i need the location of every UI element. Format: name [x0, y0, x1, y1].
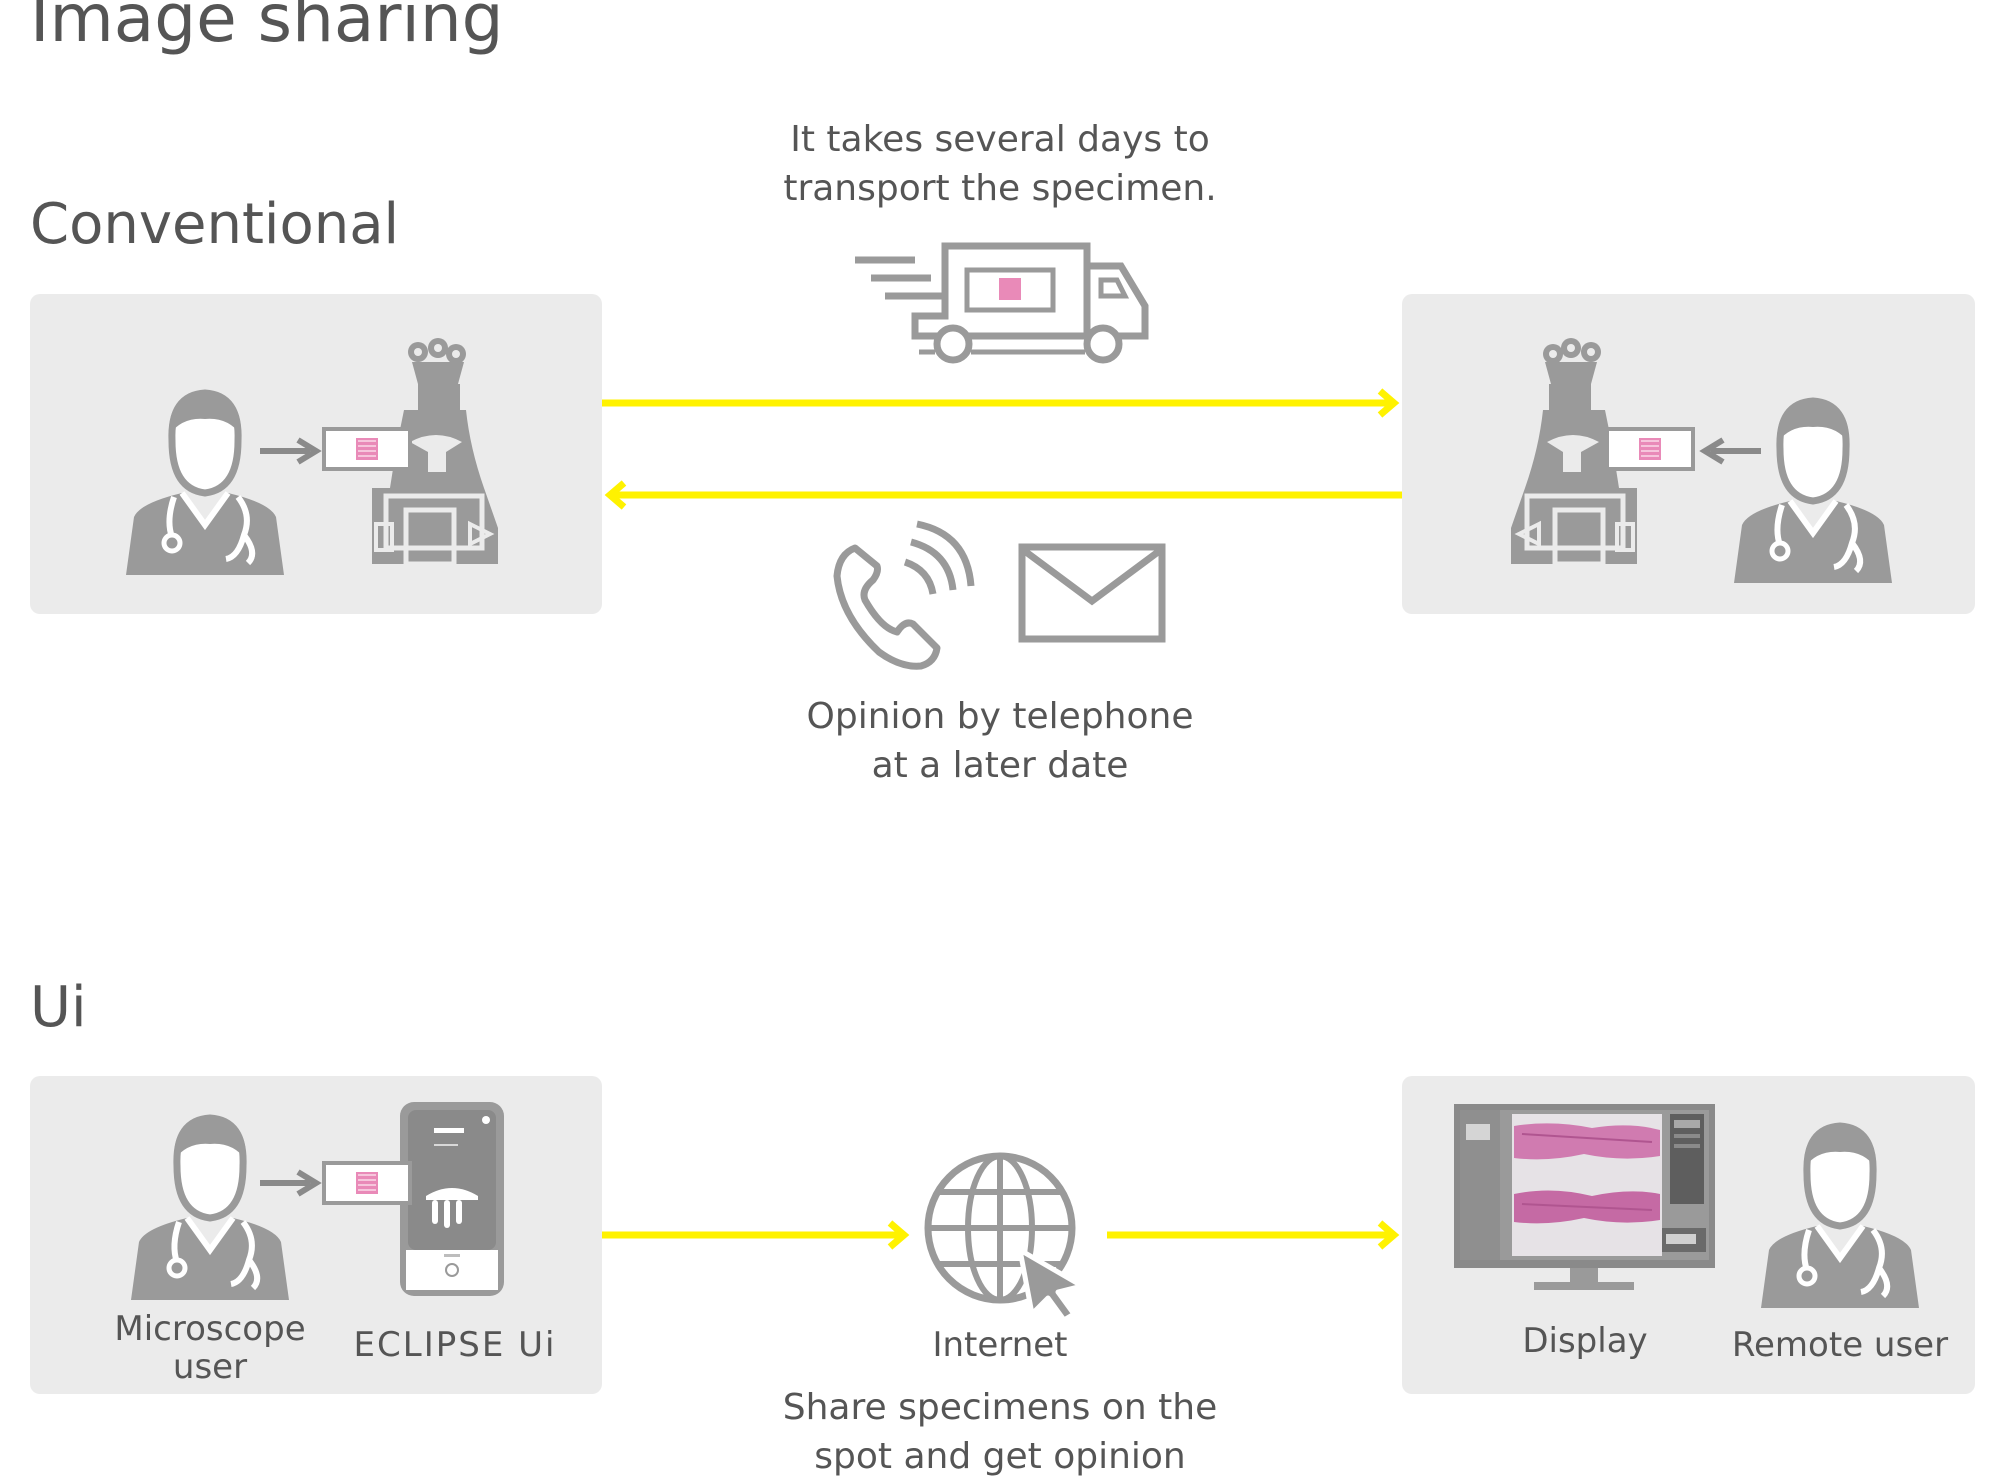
cursor-icon [1017, 1247, 1085, 1323]
opinion-caption-line-2: at a later date [871, 745, 1129, 786]
page-title: Image sharing [30, 0, 504, 57]
doctor-icon [1728, 393, 1898, 583]
envelope-icon [1018, 543, 1166, 643]
specimen-slide-icon [1605, 427, 1695, 471]
share-caption-line-2: spot and get opinion [814, 1436, 1186, 1477]
globe-icon [924, 1152, 1085, 1323]
share-caption-line-1: Share specimens on the [782, 1387, 1218, 1428]
phone-icon [833, 520, 975, 670]
transport-caption: It takes several days to transport the s… [700, 115, 1300, 213]
doctor-icon [125, 1110, 295, 1300]
specimen-slide-icon [322, 427, 412, 471]
conventional-arrows [602, 388, 1402, 510]
ui-arrows [602, 1220, 1400, 1250]
conventional-heading: Conventional [30, 192, 400, 257]
ui-heading: Ui [30, 975, 87, 1040]
microscope-user-label-line-1: Microscope [114, 1309, 306, 1349]
doctor-icon [1755, 1118, 1925, 1308]
ui-local-panel [30, 1076, 602, 1394]
opinion-caption-line-1: Opinion by telephone [806, 696, 1194, 737]
arrow-right-icon [260, 1169, 322, 1197]
microscope-user-label-line-2: user [172, 1347, 248, 1387]
monitor-icon [1454, 1104, 1715, 1290]
arrow-right-icon [260, 437, 322, 465]
doctor-icon [120, 385, 290, 575]
truck-icon [855, 242, 1149, 364]
specimen-slide-icon [322, 1161, 412, 1205]
microscope-user-label: Microscope user [80, 1310, 340, 1386]
eclipse-ui-label: ECLIPSE Ui [353, 1325, 557, 1365]
display-label: Display [1522, 1321, 1648, 1361]
arrow-left-icon [1699, 437, 1761, 465]
internet-label: Internet [932, 1325, 1068, 1365]
transport-caption-line-1: It takes several days to [790, 119, 1210, 160]
eclipse-ui-icon [400, 1102, 504, 1296]
transport-caption-line-2: transport the specimen. [783, 168, 1217, 209]
opinion-caption: Opinion by telephone at a later date [700, 692, 1300, 790]
share-caption: Share specimens on the spot and get opin… [700, 1383, 1300, 1481]
remote-user-label: Remote user [1731, 1325, 1949, 1365]
